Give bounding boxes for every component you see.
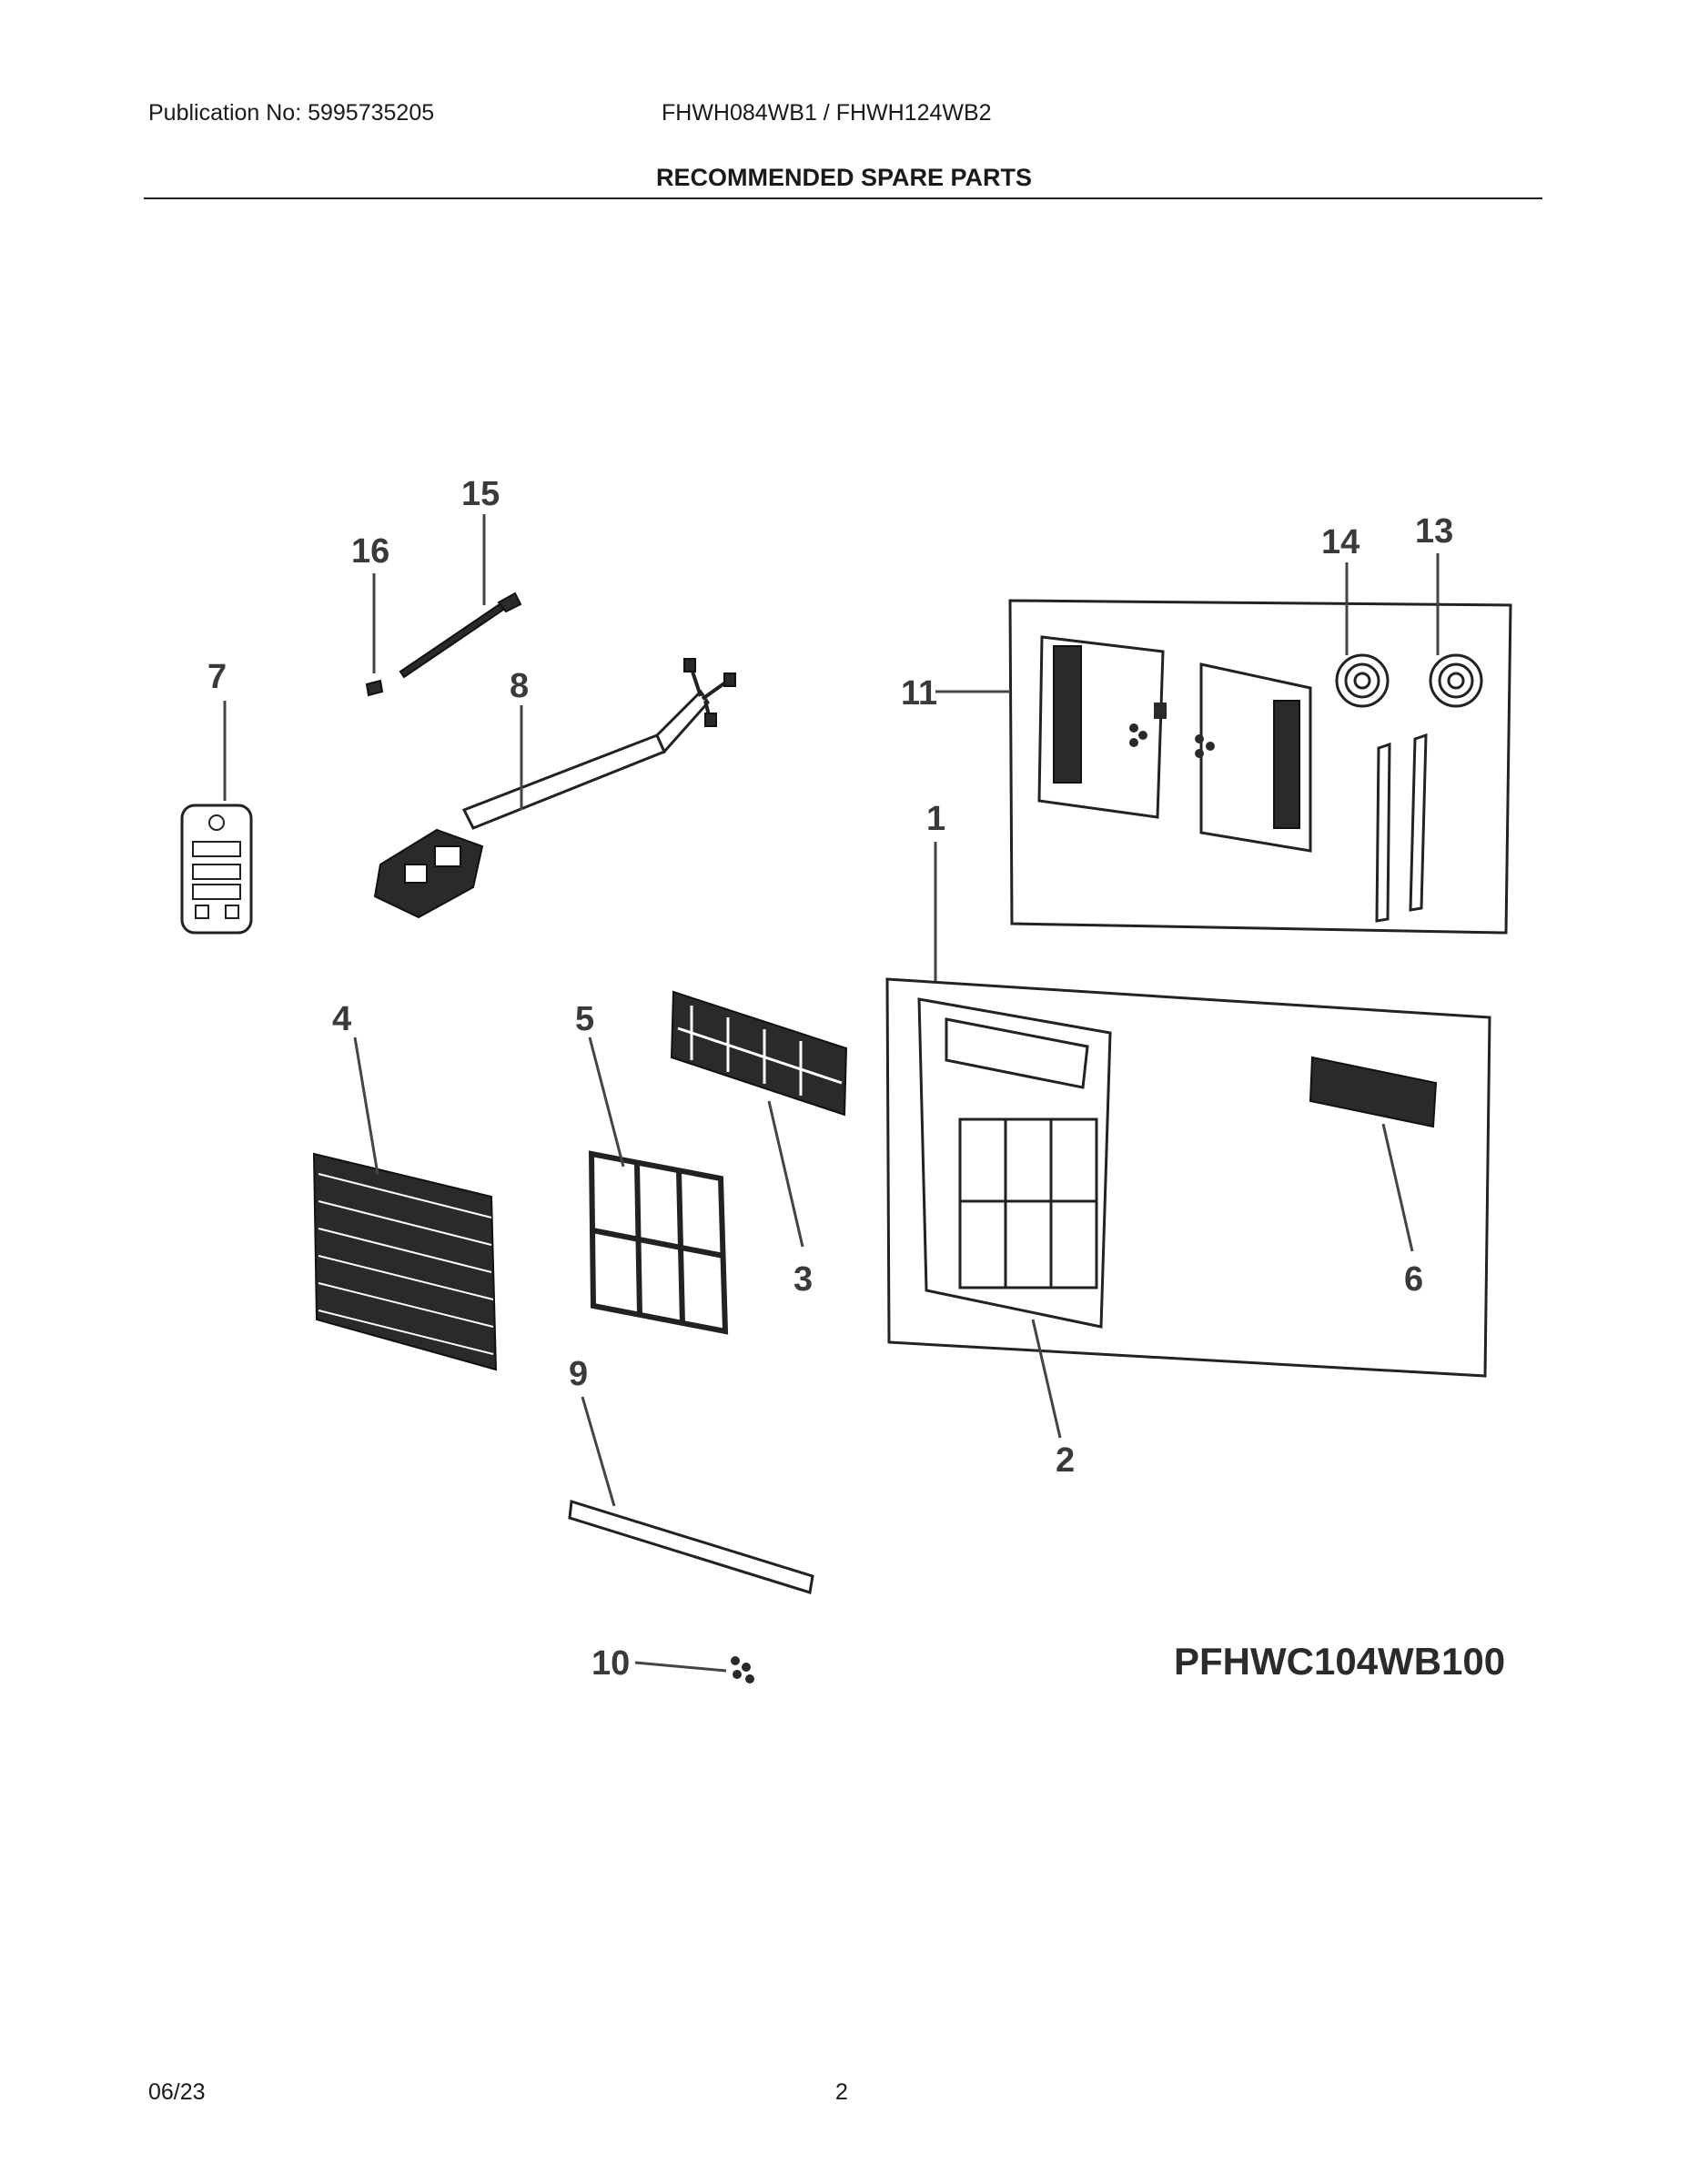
- leader-line-10: [634, 1661, 727, 1673]
- part-15-cable-tie: [399, 592, 522, 679]
- page-number: 2: [835, 2079, 848, 2105]
- part-4-front-grille: [312, 1152, 498, 1371]
- part-16-clip: [365, 679, 384, 697]
- part-11-window-kit: [1008, 599, 1512, 935]
- callout-9: 9: [569, 1355, 588, 1393]
- model-numbers: FHWH084WB1 / FHWH124WB2: [662, 100, 992, 126]
- callout-7: 7: [207, 658, 227, 696]
- part-7-remote-control: [180, 804, 253, 935]
- diagram-id: PFHWC104WB100: [1174, 1640, 1506, 1683]
- callout-8: 8: [510, 667, 529, 705]
- callout-4: 4: [332, 1000, 351, 1038]
- footer-date: 06/23: [148, 2079, 206, 2105]
- callout-2: 2: [1056, 1441, 1075, 1480]
- part-5-air-filter: [588, 1150, 729, 1335]
- leader-line-9: [581, 1396, 616, 1507]
- part-10-screws: [731, 1656, 754, 1684]
- publication-number: Publication No: 5995735205: [148, 100, 435, 126]
- part-3-louver: [670, 990, 848, 1117]
- callout-13: 13: [1415, 512, 1453, 551]
- leader-line-4: [353, 1036, 379, 1175]
- leader-line-6: [1381, 1123, 1414, 1252]
- callout-11: 11: [901, 674, 937, 713]
- leader-line-2: [1031, 1319, 1062, 1439]
- callout-3: 3: [793, 1260, 813, 1299]
- callout-1: 1: [926, 800, 945, 838]
- part-1-front-panel-assembly: [885, 977, 1491, 1378]
- part-8-power-cord: [373, 658, 736, 919]
- callout-15: 15: [461, 475, 500, 513]
- leader-line-5: [588, 1036, 625, 1168]
- callout-6: 6: [1404, 1260, 1423, 1299]
- callout-14: 14: [1321, 523, 1359, 561]
- header-rule: [144, 197, 1542, 199]
- leader-line-3: [767, 1100, 804, 1248]
- callout-16: 16: [351, 532, 389, 571]
- part-9-rail: [568, 1500, 814, 1594]
- callout-5: 5: [575, 1000, 594, 1038]
- callout-10: 10: [591, 1644, 630, 1683]
- section-title: RECOMMENDED SPARE PARTS: [655, 164, 1033, 191]
